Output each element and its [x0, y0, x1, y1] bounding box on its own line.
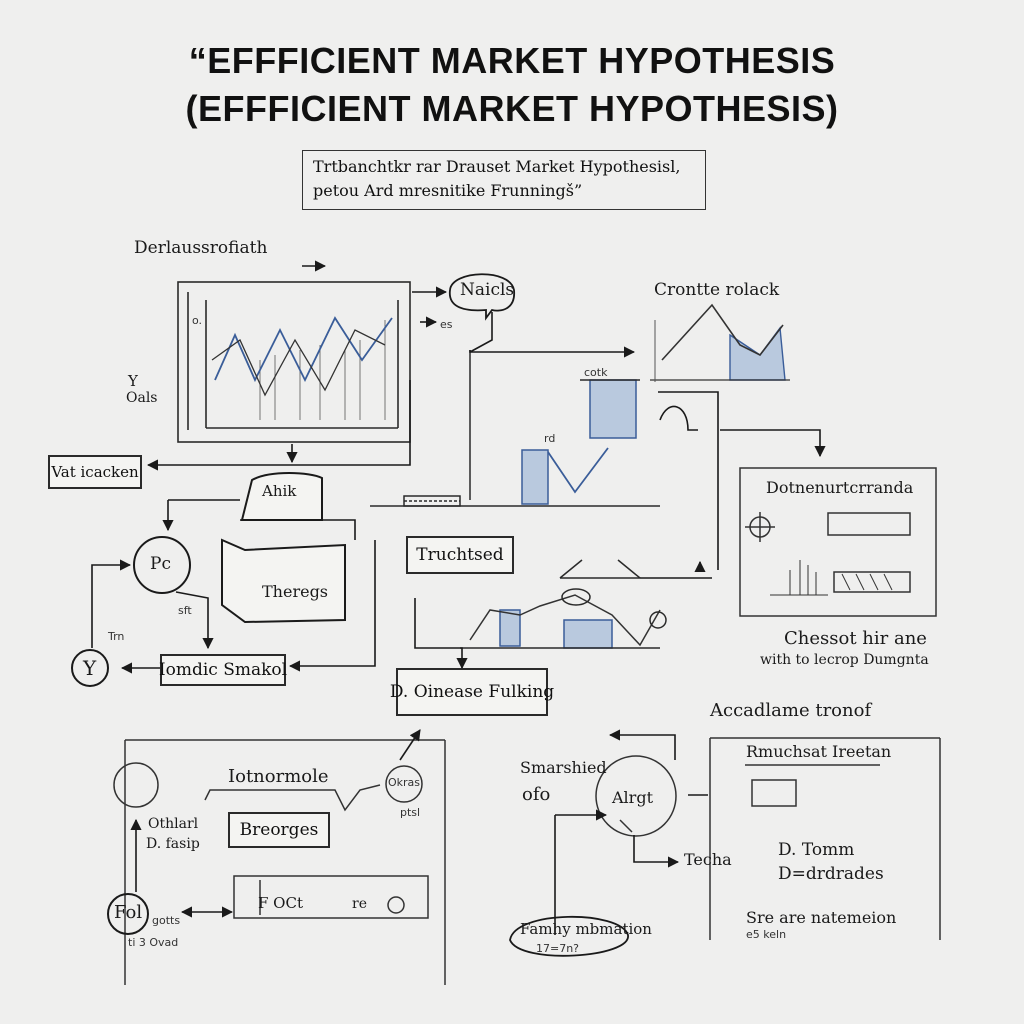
label-chessot-2: with to lecrop Dumgnta [760, 652, 929, 668]
label-o-mark: o. [192, 314, 203, 327]
label-ti-ovad: ti 3 Ovad [128, 936, 179, 949]
label-pc: Pc [150, 554, 171, 574]
center-bar-chart [460, 559, 667, 649]
label-othlarl: Othlarl [148, 816, 199, 832]
label-sft: sft [178, 604, 192, 617]
iomdic-box: Iomdic Smakol [159, 654, 287, 686]
label-smarshied: Smarshied [520, 758, 607, 777]
left-chart-line-1 [214, 316, 393, 383]
lower-right-frame [595, 737, 941, 940]
label-rd: rd [544, 432, 556, 445]
label-okras: Okras [388, 776, 421, 789]
label-y-circle: Y [83, 656, 97, 680]
page-title-line-2: (EFFFICIENT MARKET HYPOTHESIS) [185, 88, 839, 129]
label-ahik: Ahik [262, 482, 297, 500]
pc-circle [133, 536, 191, 594]
subtitle-box: Trtbanchtkr rar Drauset Market Hypothesi… [302, 150, 706, 210]
label-fol: Fol [114, 902, 143, 923]
vat-icacken-box: Vat icacken [48, 455, 142, 489]
truchtsed-box: Truchtsed [406, 536, 514, 574]
label-famy: Famhy mbmation [520, 920, 652, 938]
label-crontte: Crontte rolack [654, 280, 780, 300]
famy-bubble [509, 915, 629, 957]
subtitle-line-2: petou Ard mresnitike Frunningš” [313, 181, 583, 200]
label-re-o: re [352, 896, 367, 912]
label-sre-1: Sre are natemeion [746, 908, 897, 927]
label-theregs: Theregs [262, 582, 329, 601]
label-iotnormole: Iotnormole [228, 766, 329, 787]
label-cotk: cotk [584, 366, 608, 379]
label-ptsl: ptsl [400, 806, 421, 819]
label-dotnernt: Dotnenurtcrranda [766, 478, 914, 497]
ahik-shape [240, 472, 323, 521]
top-right-peak-chart [650, 303, 790, 382]
label-f-oct: F OCt [258, 894, 303, 912]
lower-left-frame [113, 739, 446, 985]
label-y-axis: Y [128, 372, 138, 390]
page-title-line-1: “EFFFICIENT MARKET HYPOTHESIS [188, 40, 836, 81]
label-d-fasp: D. fasip [146, 836, 200, 852]
label-oals: Oals [126, 390, 158, 406]
naicls-bubble [449, 273, 515, 321]
label-trm: Trn [108, 630, 125, 643]
breorges-box: Breorges [228, 812, 330, 848]
connector-arrows [91, 260, 826, 935]
label-d-tomm: D. Tomm [778, 840, 855, 860]
fol-circle [107, 893, 149, 935]
label-techa: Techa [684, 850, 732, 869]
label-ofo: ofo [522, 784, 551, 805]
left-chart-line-2 [211, 329, 386, 397]
label-sre-2: e5 keln [746, 928, 787, 941]
left-price-chart [177, 281, 411, 443]
y-circle [71, 649, 109, 687]
label-rmc: Rmuchsat Ireetan [746, 742, 892, 761]
subtitle-line-1: Trtbanchtkr rar Drauset Market Hypothesi… [313, 157, 681, 176]
middle-bar-chart [370, 350, 660, 507]
label-acca: Accadlame tronof [710, 700, 872, 721]
d-oinease-box: D. Oinease Fulking [390, 668, 554, 716]
label-naicls: Naicls [460, 280, 515, 300]
label-d-drdrades: D=drdrades [778, 864, 884, 884]
label-derlaussr: Derlaussrofiath [134, 238, 268, 258]
label-gots: gotts [152, 914, 181, 927]
label-alrg: Alrgt [612, 788, 653, 807]
label-chessot-1: Chessot hir ane [784, 628, 927, 649]
label-famy-sub: 17=7n? [536, 942, 580, 955]
right-dashboard-panel [739, 467, 937, 617]
theregs-book [221, 538, 346, 624]
label-es: es [440, 318, 453, 331]
